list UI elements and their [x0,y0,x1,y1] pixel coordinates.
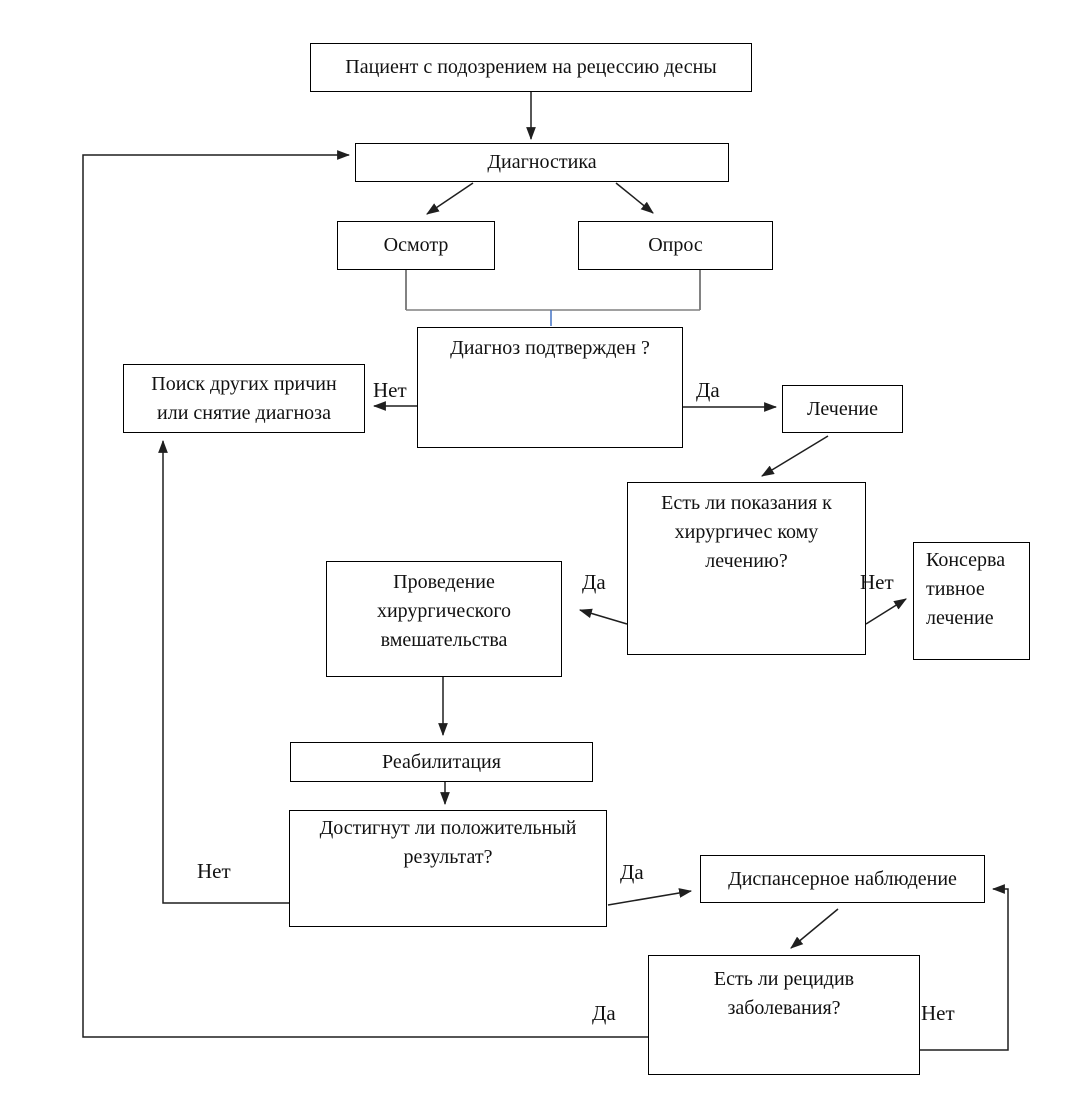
node-surgery-indications: Есть ли показания к хирургичес кому лече… [627,482,866,655]
edge-label-yes-relapse: Да [592,1001,616,1025]
node-rehabilitation-text: Реабилитация [382,750,501,773]
edge-treatment-to-surgery-indications [761,435,829,477]
node-surgical-intervention-text-3: вмешательства [380,629,508,651]
node-surgery-indications-text-2: хирургичес кому [674,521,819,543]
node-positive-result: Достигнут ли положительный результат? [289,810,607,927]
node-treatment-text: Лечение [806,397,879,420]
node-surgical-intervention-text-1: Проведение [393,571,495,593]
edge-label-no-diagnosis: Нет [373,378,407,402]
node-diagnostics: Диагностика [355,143,729,182]
edge-indications-no-to-conservative [865,598,907,625]
node-other-causes-text-2: или снятие диагноза [157,401,331,424]
edge-label-no-result: Нет [197,859,231,883]
node-diagnosis-confirmed: Диагноз подтвержден ? [417,327,683,448]
node-other-causes: Поиск других причин или снятие диагноза [123,364,365,433]
node-diagnosis-confirmed-text: Диагноз подтвержден ? [450,337,650,359]
node-examination-text: Осмотр [383,234,449,256]
edge-dispensary-to-relapse [790,908,839,949]
edge-result-yes-to-dispensary [607,888,693,906]
node-relapse: Есть ли рецидив заболевания? [648,955,920,1075]
node-relapse-text-1: Есть ли рецидив [713,968,855,990]
node-conservative-treatment-text-2: тивное [926,578,985,600]
node-relapse-text-2: заболевания? [727,997,841,1019]
node-conservative-treatment: Консерва тивное лечение [913,542,1030,660]
node-rehabilitation: Реабилитация [290,742,593,782]
edge-label-no-surgery: Нет [860,570,894,594]
edge-relapse-no-loop-to-dispensary [920,884,1009,1051]
node-positive-result-text-2: результат? [403,846,493,868]
edge-result-no-loop-to-other-causes [158,439,289,904]
node-dispensary-observation: Диспансерное наблюдение [700,855,985,903]
node-surgical-intervention-text-2: хирургического [376,600,512,622]
node-other-causes-text-1: Поиск других причин [151,372,337,395]
node-surgery-indications-text-3: лечению? [705,550,788,572]
node-surgical-intervention: Проведение хирургического вмешательства [326,561,562,677]
node-patient: Пациент с подозрением на рецессию десны [310,43,752,92]
edge-label-yes-diagnosis: Да [696,378,720,402]
node-treatment: Лечение [782,385,903,433]
node-conservative-treatment-text-3: лечение [926,607,994,629]
node-survey-text: Опрос [648,234,703,256]
node-examination: Осмотр [337,221,495,270]
edge-label-yes-result: Да [620,860,644,884]
node-positive-result-text-1: Достигнут ли положительный [319,817,577,839]
edge-label-yes-surgery: Да [582,570,606,594]
edge-diagnostics-to-examination [426,182,474,215]
node-surgery-indications-text-1: Есть ли показания к [661,492,832,514]
node-dispensary-observation-text: Диспансерное наблюдение [728,867,957,890]
edge-indications-yes-to-surgery [578,608,628,625]
node-survey: Опрос [578,221,773,270]
edge-label-no-relapse: Нет [921,1001,955,1025]
node-conservative-treatment-text-1: Консерва [926,549,1006,571]
node-patient-text: Пациент с подозрением на рецессию десны [345,56,717,78]
node-diagnostics-text: Диагностика [487,151,597,173]
edge-diagnostics-to-survey [615,182,654,214]
